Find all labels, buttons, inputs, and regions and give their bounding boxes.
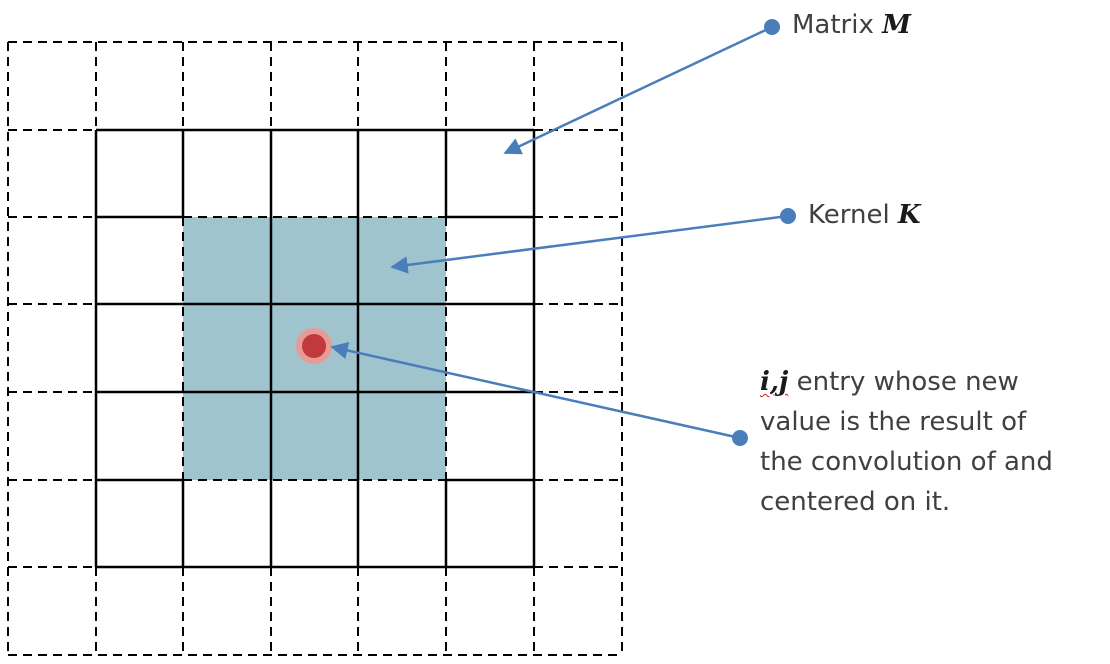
- kernel-arrow-anchor: [780, 208, 796, 224]
- matrix-padding-grid: [7, 41, 623, 656]
- entry-line-3: the convolution of and: [760, 447, 1053, 477]
- matrix-label: Matrix M: [792, 12, 911, 38]
- matrix-arrow: [503, 25, 773, 155]
- matrix-grid: [94, 128, 536, 569]
- kernel-label-text: Kernel: [808, 200, 890, 230]
- entry-line-1-text: entry whose new: [788, 367, 1019, 397]
- kernel-symbol: K: [897, 200, 921, 230]
- entry-description: i,j entry whose new value is the result …: [760, 362, 1110, 522]
- matrix-arrow-anchor: [764, 19, 780, 35]
- entry-symbol: i,j: [760, 367, 789, 397]
- kernel-label: Kernel K: [808, 202, 921, 228]
- entry-arrow-anchor: [732, 430, 748, 446]
- entry-arrow: [330, 341, 741, 440]
- kernel-arrow: [390, 214, 789, 274]
- center-entry-dot: [302, 334, 326, 358]
- entry-line-2: value is the result of: [760, 407, 1027, 437]
- matrix-label-text: Matrix: [792, 10, 874, 40]
- entry-line-4: centered on it.: [760, 487, 951, 517]
- entry-line-1: i,j entry whose new: [760, 362, 1110, 402]
- matrix-symbol: M: [882, 10, 911, 40]
